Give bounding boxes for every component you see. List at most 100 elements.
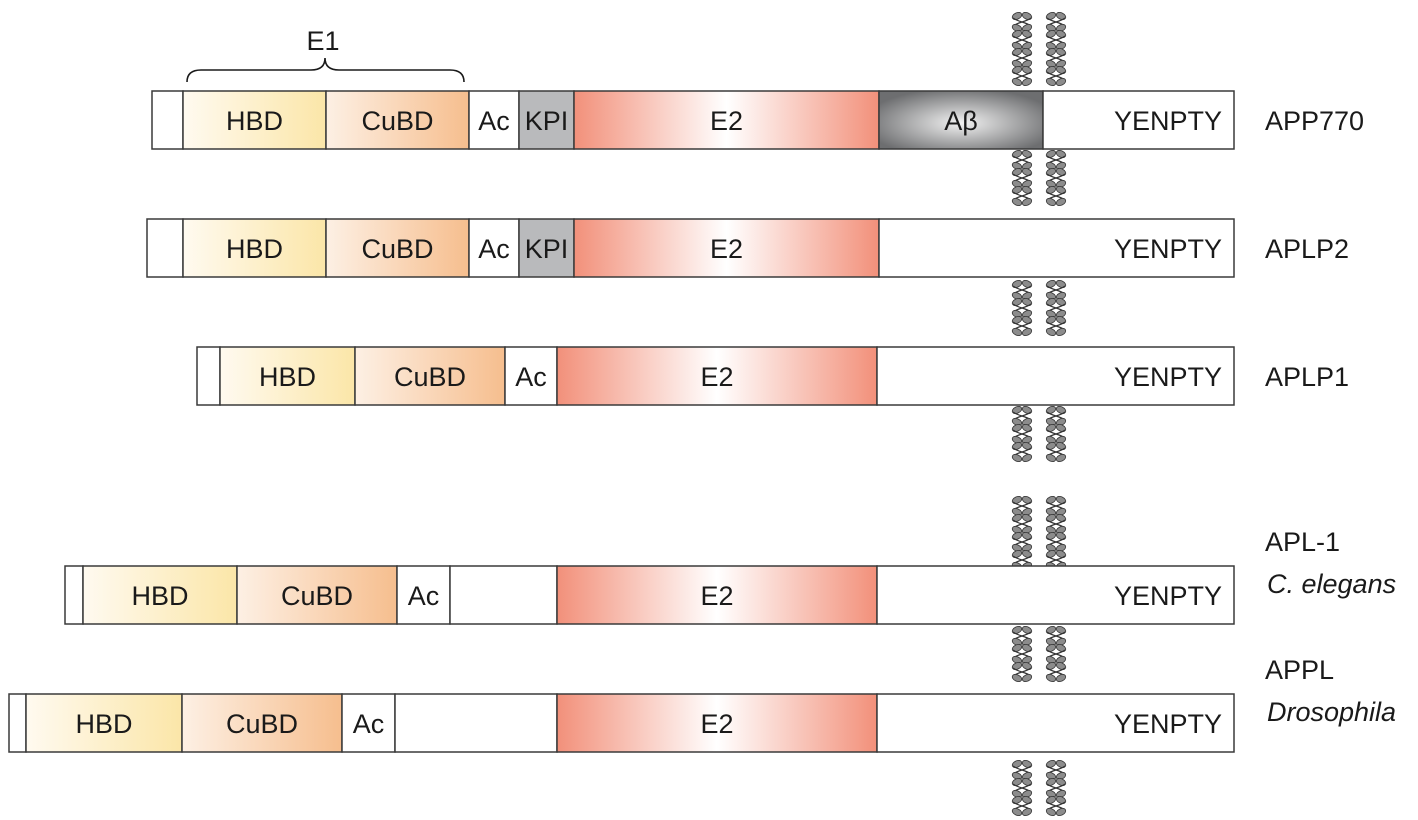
lipid-icon	[1044, 422, 1068, 446]
domain-label: Ac	[478, 234, 510, 264]
domain-label: E2	[700, 362, 733, 392]
lipid-icon	[1044, 166, 1068, 190]
domain-label: CuBD	[361, 106, 433, 136]
lipid-icon	[1044, 494, 1068, 518]
lipid-icon	[1010, 28, 1034, 52]
domain-segment	[468, 90, 520, 150]
domain-segment	[504, 346, 558, 406]
lipid-icon	[1044, 530, 1068, 554]
domain-segment	[64, 565, 84, 625]
domain-label: E2	[700, 581, 733, 611]
domain-label: CuBD	[361, 234, 433, 264]
domain-label: CuBD	[394, 362, 466, 392]
lipid-icon	[1010, 184, 1034, 208]
domain-segment	[325, 218, 470, 278]
e1-brace	[186, 57, 465, 83]
protein-name: APPL	[1265, 655, 1334, 685]
lipid-icon	[1010, 494, 1034, 518]
lipid-icon	[1010, 624, 1034, 648]
domain-segment	[219, 346, 356, 406]
lipid-icon	[1010, 64, 1034, 88]
domain-segment	[878, 218, 1235, 278]
lipid-icon	[1010, 440, 1034, 464]
lipid-icon	[1044, 10, 1068, 34]
domain-label: YENPTY	[1114, 581, 1222, 611]
lipid-icon	[1044, 148, 1068, 172]
domain-label: E2	[700, 709, 733, 739]
lipid-icon	[1044, 512, 1068, 536]
lipid-icon	[1044, 642, 1068, 666]
domain-segment	[181, 693, 343, 753]
lipid-icon	[1044, 404, 1068, 428]
domain-segment	[878, 90, 1044, 150]
domain-label: KPI	[525, 106, 569, 136]
domain-segment	[396, 565, 451, 625]
domain-segment	[146, 218, 184, 278]
e1-label: E1	[306, 26, 339, 56]
lipid-icon	[1044, 46, 1068, 70]
domain-label: KPI	[525, 234, 569, 264]
domain-segment	[236, 565, 398, 625]
lipid-icon	[1010, 46, 1034, 70]
domain-label: YENPTY	[1114, 234, 1222, 264]
domain-segment	[468, 218, 520, 278]
domain-label: E2	[710, 234, 743, 264]
e1-bracket: E1	[186, 26, 465, 83]
lipid-icon	[1010, 166, 1034, 190]
lipid-icon	[1010, 148, 1034, 172]
protein-row: HBD CuBD Ac KPI E2 YENPTY APLP2	[146, 218, 1349, 278]
domain-segment	[394, 693, 558, 753]
domain-segment	[573, 90, 880, 150]
lipid-icon	[1044, 758, 1068, 782]
domain-label: Aβ	[944, 106, 978, 136]
domain-segment	[182, 90, 327, 150]
domain-label: HBD	[226, 234, 283, 264]
domain-segment	[151, 90, 184, 150]
lipid-icon	[1044, 184, 1068, 208]
lipid-icon	[1044, 794, 1068, 818]
lipid-icon	[1010, 758, 1034, 782]
lipid-icon	[1044, 64, 1068, 88]
lipid-icon	[1044, 776, 1068, 800]
species-name: C. elegans	[1267, 569, 1396, 599]
domain-segment	[876, 346, 1235, 406]
lipid-icon	[1010, 776, 1034, 800]
lipid-icon	[1010, 794, 1034, 818]
lipid-icon	[1010, 512, 1034, 536]
domain-label: E2	[710, 106, 743, 136]
protein-name: APL-1	[1265, 527, 1340, 557]
lipid-icon	[1044, 440, 1068, 464]
domain-label: HBD	[226, 106, 283, 136]
lipid-icon	[1010, 296, 1034, 320]
lipid-icon	[1010, 278, 1034, 302]
lipid-icon	[1010, 10, 1034, 34]
protein-name: APLP1	[1265, 362, 1349, 392]
domain-segment	[556, 346, 878, 406]
species-name: Drosophila	[1267, 697, 1396, 727]
domain-label: CuBD	[281, 581, 353, 611]
lipid-icon	[1010, 530, 1034, 554]
lipid-icon	[1010, 422, 1034, 446]
lipid-icon	[1044, 314, 1068, 338]
lipid-icon	[1010, 660, 1034, 684]
domain-segment	[8, 693, 27, 753]
domain-segment	[449, 565, 558, 625]
lipid-icon	[1010, 642, 1034, 666]
lipid-icon	[1010, 404, 1034, 428]
domain-label: HBD	[131, 581, 188, 611]
domain-segment	[325, 90, 470, 150]
domain-label: YENPTY	[1114, 709, 1222, 739]
domain-segment	[876, 565, 1235, 625]
protein-name: APLP2	[1265, 234, 1349, 264]
lipid-icon	[1044, 660, 1068, 684]
domain-segment	[82, 565, 238, 625]
domain-segment	[556, 693, 878, 753]
domain-segment	[556, 565, 878, 625]
protein-name: APP770	[1265, 106, 1364, 136]
domain-label: HBD	[259, 362, 316, 392]
domain-label: Ac	[478, 106, 510, 136]
